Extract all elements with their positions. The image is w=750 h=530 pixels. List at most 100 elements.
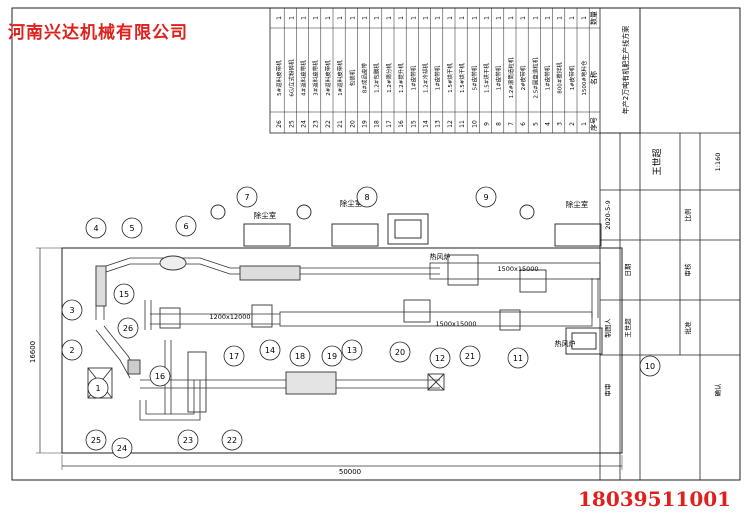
row-name: 1#皮带机 xyxy=(544,65,552,90)
callout-label: 3 xyxy=(69,306,74,315)
row-qty: 1 xyxy=(532,16,539,20)
row-name: 5#皮带机 xyxy=(470,65,478,90)
callout-22: 22 xyxy=(221,429,243,451)
title-block xyxy=(599,7,741,481)
row-qty: 1 xyxy=(581,16,588,20)
label-dust-room-1: 除尘室 xyxy=(254,210,277,220)
row-no: 26 xyxy=(276,120,283,128)
row-qty: 1 xyxy=(301,16,308,20)
label-hot-stove-2: 热风炉 xyxy=(555,339,576,348)
row-qty: 1 xyxy=(276,16,283,20)
row-no: 23 xyxy=(313,120,320,128)
callout-label: 2 xyxy=(69,346,74,355)
row-no: 25 xyxy=(288,120,295,128)
parts-table: 265#返料皮带机1256G/立式粉碎机1244#返料皮带机1233#返料皮带机… xyxy=(269,7,641,134)
callout-label: 1 xyxy=(95,384,100,393)
row-qty: 1 xyxy=(435,16,442,20)
row-no: 2 xyxy=(569,122,576,126)
row-qty: 1 xyxy=(337,16,344,20)
callout-label: 12 xyxy=(435,354,445,363)
callout-label: 25 xyxy=(91,436,101,445)
row-name: 1.2#包膜机 xyxy=(373,63,381,93)
row-name: 800#搅拌机 xyxy=(556,62,564,94)
callout-24: 24 xyxy=(111,437,133,459)
made-by-label: 制图人 xyxy=(603,318,612,338)
designer-name-title: 王世超 xyxy=(651,148,663,175)
row-no: 9 xyxy=(484,122,491,126)
row-name: 1.2#提升机 xyxy=(397,63,405,93)
row-no: 1 xyxy=(581,122,588,126)
dim-cooler: 1200x12000 xyxy=(209,313,250,321)
callout-4: 4 xyxy=(85,217,107,239)
row-name: 1.2#冷却机 xyxy=(422,63,430,93)
callout-23: 23 xyxy=(177,429,199,451)
callout-label: 24 xyxy=(117,444,127,453)
callout-14: 14 xyxy=(259,339,281,361)
dim-total-width: 16600 xyxy=(29,341,37,363)
row-name: 8#成品皮带 xyxy=(361,62,369,93)
callout-12: 12 xyxy=(429,347,451,369)
callout-label: 20 xyxy=(395,348,405,357)
parts-row: 8 1#皮带机 1 xyxy=(495,8,505,133)
dim-dryer-mid: 1500x15000 xyxy=(435,320,476,328)
row-name: 2.5#圆盘造粒机 xyxy=(531,57,539,98)
row-qty: 1 xyxy=(410,16,417,20)
row-name: 5#返料皮带机 xyxy=(275,60,283,96)
callout-25: 25 xyxy=(85,429,107,451)
row-no: 3 xyxy=(557,122,564,126)
callout-label: 21 xyxy=(465,352,475,361)
callout-label: 23 xyxy=(183,436,193,445)
row-no: 12 xyxy=(447,120,454,128)
row-name: 1#皮带机 xyxy=(568,65,576,90)
row-name: 1#皮带机 xyxy=(495,65,503,90)
callout-9: 9 xyxy=(475,186,497,208)
row-no: 7 xyxy=(508,122,515,126)
callout-13: 13 xyxy=(341,339,363,361)
row-qty: 1 xyxy=(288,16,295,20)
phone-number: 18039511001 xyxy=(578,487,732,511)
dim-dryer-top: 1500x15000 xyxy=(497,265,538,273)
row-qty: 1 xyxy=(520,16,527,20)
designer-name: 王世超 xyxy=(623,318,632,338)
callout-label: 4 xyxy=(93,224,98,233)
row-qty: 1 xyxy=(496,16,503,20)
row-name: 6G/立式粉碎机 xyxy=(287,59,295,97)
row-no: 17 xyxy=(386,120,393,128)
row-name: 1#返料皮带机 xyxy=(336,60,344,96)
conveyor-lines xyxy=(95,257,601,421)
dust-rooms xyxy=(210,204,603,355)
row-no: 4 xyxy=(545,122,552,126)
project-name: 年产2万吨有机肥生产线方案 xyxy=(621,26,630,114)
row-no: 11 xyxy=(459,120,466,128)
row-name: 2#皮带机 xyxy=(519,65,527,90)
callout-label: 22 xyxy=(227,436,237,445)
row-name: 1.5#烘干机 xyxy=(458,63,466,93)
callout-15: 15 xyxy=(113,283,135,305)
callout-8: 8 xyxy=(356,186,378,208)
callout-label: 5 xyxy=(129,224,134,233)
parts-row: 25 6G/立式粉碎机 1 xyxy=(287,8,297,133)
row-no: 8 xyxy=(496,122,503,126)
review-label: 审审 xyxy=(603,384,612,397)
row-name: 1#皮带机 xyxy=(434,65,442,90)
label-dust-room-3: 除尘室 xyxy=(566,199,589,209)
row-no: 10 xyxy=(471,120,478,128)
callout-6: 6 xyxy=(175,215,197,237)
callout-label: 17 xyxy=(229,352,239,361)
callout-11: 11 xyxy=(507,347,529,369)
label-hot-stove-1: 热风炉 xyxy=(430,252,451,261)
